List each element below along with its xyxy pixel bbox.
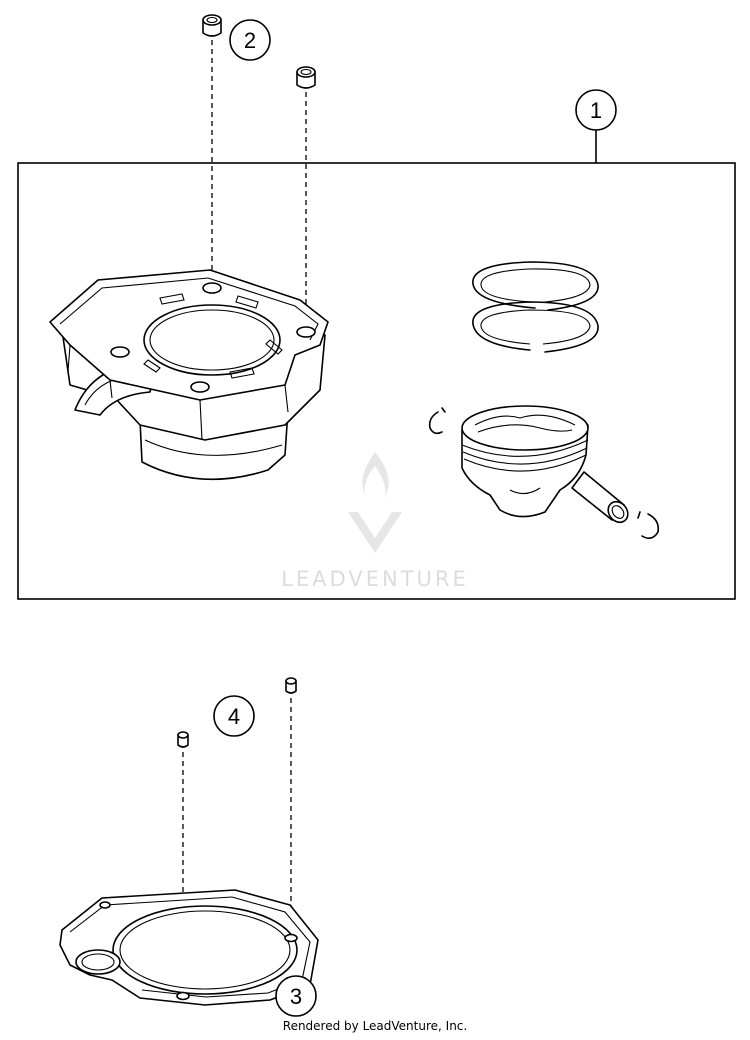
callout-1[interactable]: 1: [575, 89, 617, 131]
callout-2-label: 2: [244, 28, 256, 53]
callout-3-label: 3: [290, 984, 302, 1009]
leadventure-watermark-logo-icon: [348, 452, 402, 553]
watermark-text: LEADVENTURE: [281, 567, 469, 591]
circlip-icon[interactable]: [637, 511, 660, 540]
kit-frame: [17, 162, 736, 600]
dowel-pin-icon[interactable]: [285, 677, 297, 694]
callout-2[interactable]: 2: [229, 19, 271, 61]
dowel-pin-icon[interactable]: [202, 14, 222, 37]
circlip-icon[interactable]: [428, 407, 446, 435]
callout-1-label: 1: [590, 98, 602, 123]
piston-ring-icon[interactable]: [472, 261, 599, 311]
callout-3[interactable]: 3: [275, 975, 317, 1017]
dowel-pin-icon[interactable]: [296, 66, 316, 89]
render-credit: Rendered by LeadVenture, Inc.: [282, 1019, 468, 1033]
piston-icon[interactable]: [461, 405, 589, 518]
callout-4[interactable]: 4: [213, 695, 255, 737]
dowel-pin-icon[interactable]: [177, 731, 189, 748]
wrist-pin-icon[interactable]: [571, 471, 632, 526]
callout-4-label: 4: [228, 704, 240, 729]
gasket-icon[interactable]: [59, 889, 319, 1006]
cylinder-icon[interactable]: [49, 269, 329, 481]
piston-ring-icon[interactable]: [472, 301, 599, 353]
